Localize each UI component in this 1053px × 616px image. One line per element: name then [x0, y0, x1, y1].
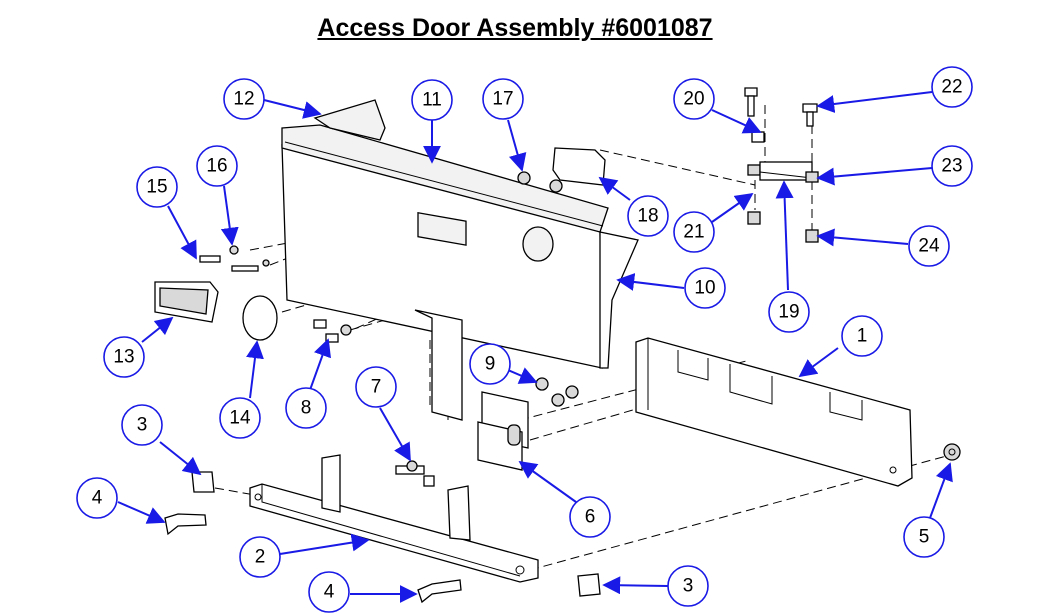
callout-2: 2 [239, 536, 281, 578]
svg-text:16: 16 [206, 156, 227, 177]
svg-text:15: 15 [146, 177, 167, 198]
leader-lines [117, 91, 953, 603]
svg-text:8: 8 [301, 398, 312, 419]
svg-text:3: 3 [137, 415, 148, 436]
svg-text:24: 24 [918, 236, 940, 257]
plug [242, 295, 278, 341]
svg-text:17: 17 [492, 89, 513, 110]
hardware [164, 87, 961, 604]
svg-text:9: 9 [485, 354, 496, 375]
callout-13: 13 [103, 336, 145, 378]
pad [552, 147, 606, 186]
svg-text:13: 13 [113, 347, 134, 368]
callout-16: 16 [196, 145, 238, 187]
callout-8: 8 [285, 387, 327, 429]
callout-6: 6 [569, 496, 611, 538]
svg-text:2: 2 [255, 547, 266, 568]
diagram-title: Access Door Assembly #6001087 [317, 14, 713, 42]
callout-20: 20 [673, 78, 715, 120]
svg-text:23: 23 [941, 156, 962, 177]
callout-4b: 4 [308, 571, 350, 613]
callout-3b: 3 [667, 565, 709, 607]
svg-text:5: 5 [919, 527, 930, 548]
svg-text:1: 1 [857, 326, 868, 347]
callout-17: 17 [482, 78, 524, 120]
svg-text:10: 10 [694, 278, 715, 299]
hinge [477, 391, 529, 471]
callout-23: 23 [931, 145, 973, 187]
callout-21: 21 [673, 211, 715, 253]
callout-15: 15 [136, 166, 178, 208]
callout-11: 11 [411, 79, 453, 121]
svg-text:18: 18 [637, 206, 658, 227]
callout-18: 18 [627, 195, 669, 237]
door-panel [281, 99, 639, 421]
svg-text:22: 22 [941, 77, 962, 98]
side-rail [635, 337, 913, 487]
latch-handle [154, 281, 219, 323]
callout-19: 19 [768, 291, 810, 333]
callout-1: 1 [841, 315, 883, 357]
svg-text:11: 11 [422, 90, 442, 111]
svg-text:21: 21 [683, 222, 704, 243]
callout-9: 9 [469, 343, 511, 385]
svg-text:6: 6 [585, 507, 596, 528]
callout-24: 24 [908, 225, 950, 267]
svg-text:19: 19 [778, 302, 799, 323]
svg-text:4: 4 [92, 488, 103, 509]
callout-5: 5 [903, 516, 945, 558]
callout-7: 7 [355, 366, 397, 408]
callout-22: 22 [931, 66, 973, 108]
callout-12: 12 [223, 78, 265, 120]
callout-4a: 4 [76, 477, 118, 519]
callout-14: 14 [219, 397, 261, 439]
svg-text:3: 3 [683, 576, 694, 597]
bottom-frame [249, 454, 539, 583]
svg-text:4: 4 [324, 582, 335, 603]
callout-3a: 3 [121, 404, 163, 446]
svg-text:12: 12 [233, 89, 254, 110]
svg-text:7: 7 [371, 377, 382, 398]
svg-text:20: 20 [683, 89, 704, 110]
svg-text:14: 14 [229, 408, 251, 429]
callout-10: 10 [684, 267, 726, 309]
